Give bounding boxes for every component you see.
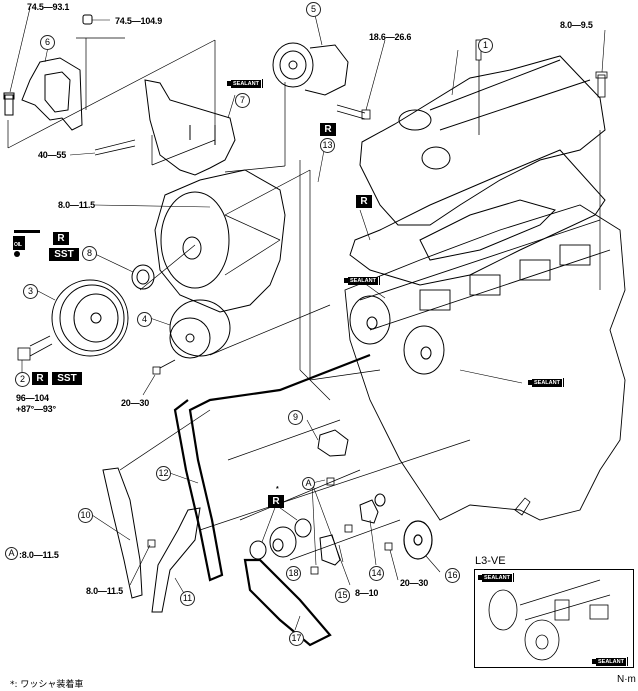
inset-artwork <box>488 579 611 661</box>
replace-badge-gasket: R <box>356 195 372 208</box>
part-number-17: 17 <box>289 631 304 646</box>
torque-crank-bolt-2: +87°—93° <box>16 404 56 414</box>
torque-guide-bolt: 8.0—11.5 <box>86 586 123 596</box>
torque-cover-bolt: 8.0—9.5 <box>560 20 593 30</box>
part-number-7: 7 <box>235 93 250 108</box>
bracket-bolt <box>94 139 136 156</box>
front-cover <box>154 169 286 313</box>
torque-oil-pump-sprocket-bolt: 20—30 <box>400 578 429 588</box>
chain-guide <box>102 467 143 599</box>
callout-a-legend-marker: A <box>5 547 18 560</box>
part-number-12: 12 <box>156 466 171 481</box>
torque-front-cover-bolt: 8.0—11.5 <box>58 200 95 210</box>
oil-can-icon: OIL <box>14 242 22 248</box>
mount-bolt <box>3 92 15 116</box>
oil-can-icon-art <box>13 230 40 257</box>
inset-label: L3-VE <box>475 555 506 567</box>
part-number-15: 15 <box>335 588 350 603</box>
valve-cover <box>359 55 606 226</box>
part-number-2: 2 <box>15 372 30 387</box>
oil-seal <box>131 264 155 290</box>
torque-mount-bolt: 74.5—93.1 <box>27 2 70 12</box>
unit-label: N·m <box>617 674 636 685</box>
replace-badge-washers: R <box>268 495 284 508</box>
sealant-icon-intake-sprocket: SEALANT <box>344 276 381 285</box>
part-number-3: 3 <box>23 284 38 299</box>
torque-bracket-bolt: 40—55 <box>38 150 67 160</box>
part-number-5: 5 <box>306 2 321 17</box>
part-number-14: 14 <box>369 566 384 581</box>
replace-badge-13: R <box>320 123 336 136</box>
sealant-label: SEALANT <box>482 573 512 582</box>
cam-sprocket-exhaust <box>403 325 445 375</box>
sealant-icon-inset-top: SEALANT <box>478 573 515 582</box>
tensioner-bolt <box>336 104 371 120</box>
part-number-1: 1 <box>478 38 493 53</box>
sealant-label: SEALANT <box>596 657 626 666</box>
engine-block <box>344 204 626 521</box>
inset-frame <box>474 569 634 668</box>
idler-bolt <box>152 359 176 375</box>
part-number-11: 11 <box>180 591 195 606</box>
sealant-label: SEALANT <box>231 79 261 88</box>
engine-bracket <box>144 79 236 176</box>
part-number-6: 6 <box>40 35 55 50</box>
torque-idler-bolt: 20—30 <box>121 398 150 408</box>
part-number-8: 8 <box>82 246 97 261</box>
torque-tensioner-arm-bolt: 8—10 <box>355 588 379 598</box>
replace-badge-8: R <box>53 232 69 245</box>
part-number-4: 4 <box>137 312 152 327</box>
callout-leaders <box>9 7 606 631</box>
part-number-10: 10 <box>78 508 93 523</box>
crank-pulley <box>51 279 129 357</box>
assembly-lines <box>7 37 601 561</box>
spark-plug <box>475 39 482 135</box>
torque-mount-nut: 74.5—104.9 <box>115 16 163 26</box>
callout-a-marker: A <box>302 477 315 490</box>
oil-pump-chain <box>243 558 332 647</box>
timing-chain <box>173 353 371 582</box>
torque-legend-a: :8.0—11.5 <box>19 550 59 560</box>
sensor <box>514 497 531 516</box>
cam-sprocket-intake <box>349 295 391 345</box>
sealant-label: SEALANT <box>348 276 378 285</box>
engine-mount <box>21 14 93 131</box>
replace-badge-2: R <box>32 372 48 385</box>
part-number-16: 16 <box>445 568 460 583</box>
crank-sprocket <box>249 518 312 560</box>
part-number-13: 13 <box>320 138 335 153</box>
asterisk-mark: * <box>276 486 279 493</box>
valve-cover-gasket <box>349 149 606 286</box>
cover-bolt <box>595 71 608 98</box>
belt-tensioner <box>272 42 349 96</box>
oil-pump-chain-tensioner <box>359 493 386 524</box>
torque-tensioner-bolt: 18.6—26.6 <box>369 32 412 42</box>
sealant-icon-7: SEALANT <box>227 79 264 88</box>
part-number-18: 18 <box>286 566 301 581</box>
sealant-icon-block: SEALANT <box>528 378 565 387</box>
idler-pulley <box>169 299 231 359</box>
footnote: *: ワッシャ装着車 <box>10 680 84 690</box>
part-number-9: 9 <box>288 410 303 425</box>
crank-bolt <box>17 335 53 361</box>
oil-pump-chain-guide <box>319 534 341 566</box>
sealant-icon-inset-bottom: SEALANT <box>592 657 629 666</box>
sst-badge-2: SST <box>52 372 82 385</box>
oil-pump-sprocket <box>403 520 433 560</box>
sst-badge-8: SST <box>49 248 79 261</box>
sealant-label: SEALANT <box>532 378 562 387</box>
tensioner-arm <box>151 507 201 613</box>
chain-tensioner <box>317 429 349 457</box>
bolts-lower <box>147 477 393 575</box>
torque-crank-bolt-1: 96—104 <box>16 393 49 403</box>
